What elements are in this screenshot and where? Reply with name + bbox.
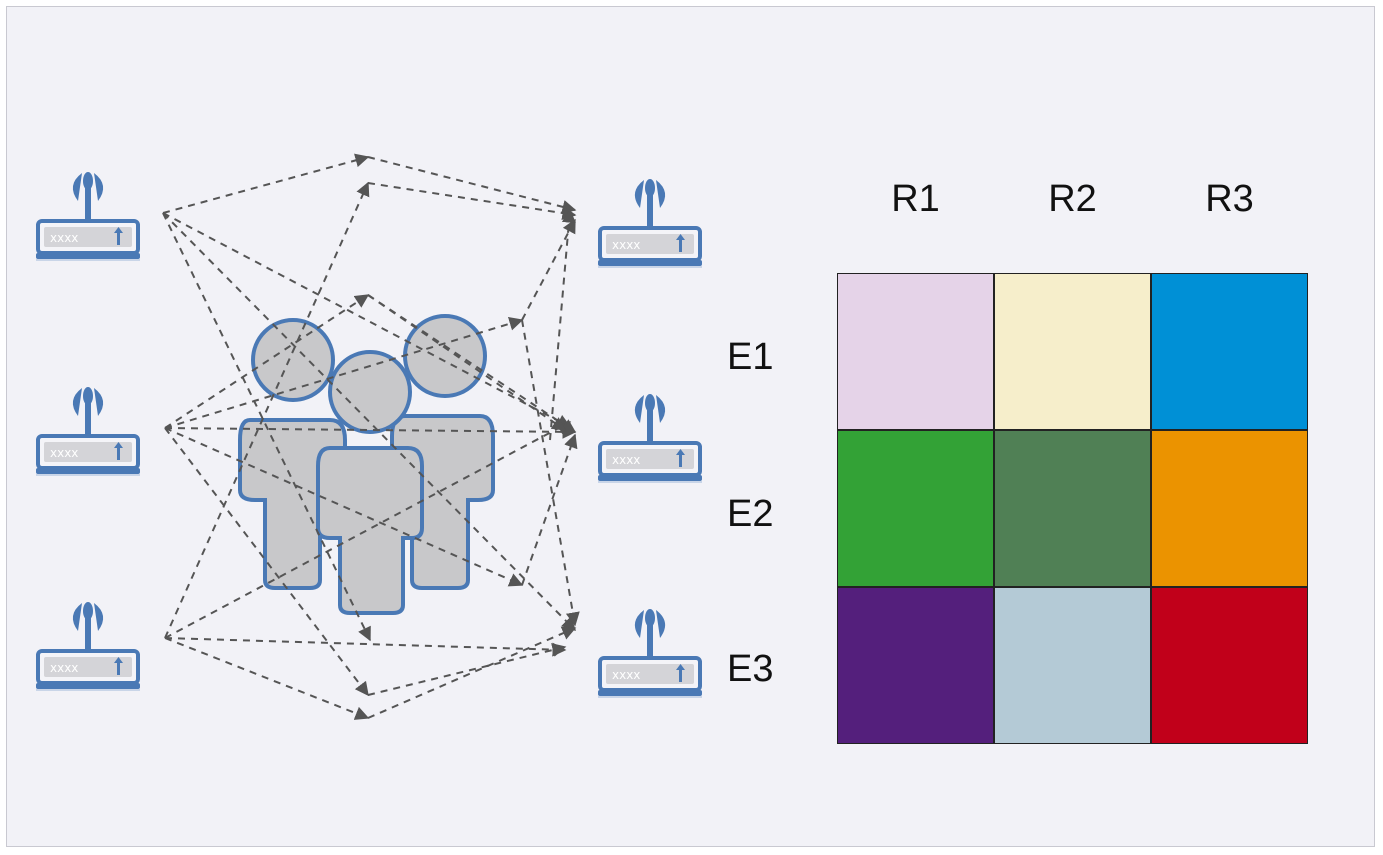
column-label-r2: R2 [1048, 178, 1097, 220]
router-right-2-icon [596, 392, 704, 485]
row-label-e1: E1 [727, 336, 774, 378]
column-label-r3: R3 [1205, 178, 1254, 220]
router-left-1-icon [34, 170, 142, 263]
router-right-1-icon [596, 177, 704, 270]
cell-e3-r2 [994, 587, 1151, 744]
cell-e1-r1 [837, 273, 994, 430]
router-left-2-icon [34, 385, 142, 478]
cell-e1-r2 [994, 273, 1151, 430]
cell-e2-r1 [837, 430, 994, 587]
row-label-e3: E3 [727, 648, 774, 690]
router-right-3-icon [596, 607, 704, 700]
cell-e1-r3 [1151, 273, 1308, 430]
cell-e2-r2 [994, 430, 1151, 587]
user-group-icon [238, 314, 495, 615]
column-label-r1: R1 [891, 178, 940, 220]
cell-e3-r3 [1151, 587, 1308, 744]
row-label-e2: E2 [727, 493, 774, 535]
cell-e2-r3 [1151, 430, 1308, 587]
cell-e3-r1 [837, 587, 994, 744]
router-left-3-icon [34, 600, 142, 693]
signal-paths [162, 153, 580, 720]
